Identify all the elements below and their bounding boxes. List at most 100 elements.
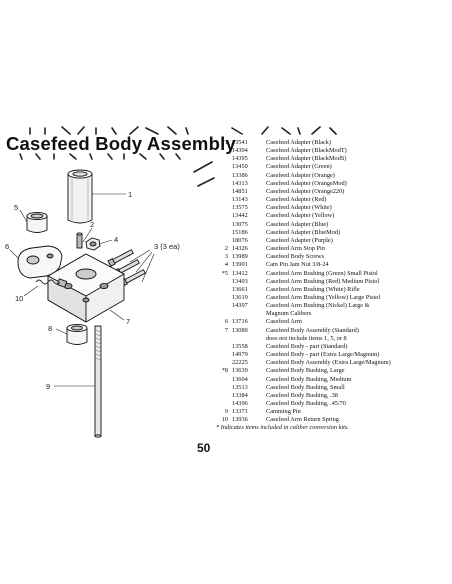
callout-7: 7 — [126, 317, 130, 326]
part-description: Casefeed Adapter (Orange220) — [266, 187, 345, 195]
part-number: 13989 — [232, 253, 248, 261]
part-number — [232, 335, 266, 343]
arm-bushing-part — [26, 211, 48, 233]
part-number: 13901 — [232, 261, 248, 269]
part-description: Casefeed Arm Stop Pin — [266, 245, 325, 253]
casefeed-body-part — [47, 253, 125, 323]
part-description: Casefeed Adapter (Red) — [266, 196, 327, 204]
part-number: 14979 — [232, 351, 248, 359]
part-description: Casefeed Arm Return Spring — [266, 416, 339, 424]
part-description: Casefeed Body Bushing, Large — [266, 367, 345, 375]
part-number: 14851 — [232, 187, 248, 195]
part-number: 13075 — [232, 220, 248, 228]
parts-list-row: 14979 Casefeed Body - part (Extra Large/M… — [216, 351, 448, 359]
part-item-number — [216, 163, 232, 171]
part-number — [232, 310, 266, 318]
part-number: 13936 — [232, 416, 248, 424]
part-description: Casefeed Adapter (Yellow) — [266, 212, 335, 220]
part-item-number: 3 — [224, 253, 228, 261]
part-description: Casefeed Arm Bushing (Yellow) Large Pist… — [266, 293, 381, 301]
part-description: Casefeed Arm — [266, 318, 302, 326]
part-description: Casefeed Body - part (Extra Large/Magnum… — [266, 351, 380, 359]
callout-8: 8 — [48, 324, 52, 333]
part-description: Casefeed Adapter (BlackModT) — [266, 147, 347, 155]
parts-list-row: 13143 Casefeed Adapter (Red) — [216, 196, 448, 204]
parts-list-row: 18076 Casefeed Adapter (Purple) — [216, 237, 448, 245]
callout-1: 1 — [128, 190, 132, 199]
part-item-number — [216, 221, 232, 229]
part-description: Camming Pin — [266, 408, 301, 416]
part-number: 13386 — [232, 171, 248, 179]
body-bushing-part — [66, 323, 88, 345]
part-item-number: 7 — [224, 326, 228, 334]
part-description: Casefeed Adapter (Green) — [266, 163, 332, 171]
part-number: 22225 — [232, 359, 248, 367]
part-number: 13558 — [232, 342, 248, 350]
casefeed-exploded-diagram: 1 2 3 (3 ea) 4 5 6 7 8 9 10 — [5, 169, 180, 438]
part-item-number: *8 — [221, 367, 228, 375]
part-description: Casefeed Body Bushing, Medium — [266, 375, 352, 383]
callout-9: 9 — [46, 382, 50, 391]
part-description: Casefeed Body Bushing, .38 — [266, 391, 338, 399]
part-item-number — [216, 294, 232, 302]
part-number: 14394 — [232, 147, 248, 155]
part-number: 13619 — [232, 293, 248, 301]
casefeed-adapter-part — [67, 169, 93, 224]
jam-nut-part — [85, 237, 101, 251]
part-description: Casefeed Arm Bushing (Red) Medium Pistol — [266, 277, 380, 285]
part-item-number — [216, 147, 232, 155]
part-description: Casefeed Adapter (OrangeMod) — [266, 179, 347, 187]
part-number: 18076 — [232, 236, 248, 244]
part-description: Casefeed Body Bushing, Small — [266, 383, 345, 391]
part-item-number — [216, 180, 232, 188]
part-item-number — [216, 212, 232, 220]
part-description: Casefeed Adapter (White) — [266, 204, 332, 212]
part-item-number — [216, 384, 232, 392]
part-item-number: 9 — [224, 408, 228, 416]
part-description: does not include items 1, 5, or 8 — [266, 334, 347, 342]
part-item-number: *1 — [221, 139, 228, 146]
part-item-number — [216, 310, 232, 318]
part-description: Casefeed Body Assembly (Standard) — [266, 326, 359, 334]
casefeed-arm-part — [17, 245, 63, 279]
parts-list-row: 14851 Casefeed Adapter (Orange220) — [216, 188, 448, 196]
camming-pin-part — [94, 325, 102, 438]
part-number: 13080 — [232, 326, 248, 334]
part-number: 14397 — [232, 302, 248, 310]
parts-list-row: 13075 Casefeed Adapter (Blue) — [216, 221, 448, 229]
part-description: Casefeed Adapter (Purple) — [266, 236, 333, 244]
part-item-number — [216, 359, 232, 367]
part-description: Casefeed Adapter (Blue) — [266, 220, 329, 228]
part-item-number — [216, 376, 232, 384]
part-number: 13541 — [232, 139, 248, 146]
page-title: Casefeed Body Assembly — [6, 133, 236, 154]
part-item-number: 2 — [224, 245, 228, 253]
decorative-strokes — [19, 126, 337, 187]
part-item-number — [216, 237, 232, 245]
parts-list-row: 13619 Casefeed Arm Bushing (Yellow) Large… — [216, 294, 448, 302]
callout-2: 2 — [90, 220, 94, 229]
callout-3: 3 (3 ea) — [154, 242, 180, 251]
part-number: 13143 — [232, 196, 248, 204]
part-item-number — [216, 188, 232, 196]
callout-10: 10 — [15, 294, 23, 303]
part-description: Casefeed Arm Bushing (White) Rifle — [266, 285, 360, 293]
footnote: * Indicates items included in caliber co… — [216, 424, 349, 432]
part-item-number — [216, 204, 232, 212]
part-description: Casefeed Adapter (BlackModS) — [266, 155, 347, 163]
parts-list-row: does not include items 1, 5, or 8 — [216, 335, 448, 343]
arm-return-spring-part — [35, 279, 61, 285]
part-item-number — [216, 172, 232, 180]
part-item-number — [216, 343, 232, 351]
